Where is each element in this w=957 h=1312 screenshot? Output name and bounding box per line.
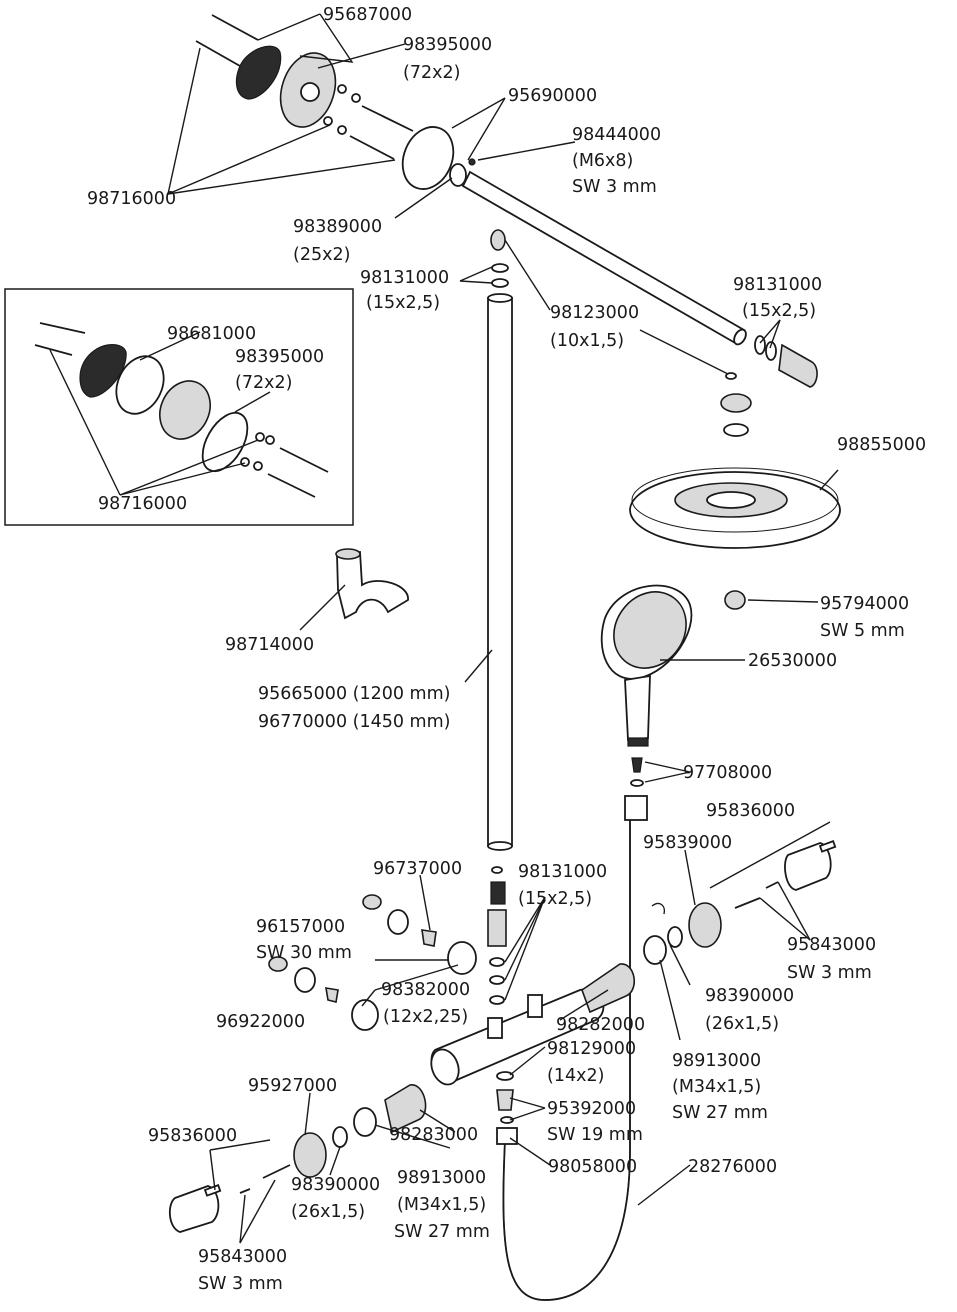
label-95839000: 95839000 <box>643 833 732 853</box>
label-95836000-left: 95836000 <box>148 1126 237 1146</box>
label-95836000-right: 95836000 <box>706 801 795 821</box>
label-96922000: 96922000 <box>216 1012 305 1032</box>
head-connector <box>720 372 752 437</box>
label-98714000: 98714000 <box>225 635 314 655</box>
inset-oring <box>201 411 249 473</box>
label-95690000: 95690000 <box>508 86 597 106</box>
hose-nut-set <box>624 757 648 821</box>
arm-end-connector <box>778 343 818 388</box>
label-sw3-top: SW 3 mm <box>572 177 657 197</box>
label-26x15-right: (26x1,5) <box>705 1014 779 1034</box>
top-anchor-bolts <box>195 14 259 67</box>
bracket-oring <box>449 163 467 187</box>
label-98395000-inset: 98395000 <box>235 347 324 367</box>
label-98913000-left: 98913000 <box>397 1168 486 1188</box>
label-96157000: 96157000 <box>256 917 345 937</box>
label-95665000: 95665000 (1200 mm) <box>258 684 450 704</box>
label-sw3-left: SW 3 mm <box>198 1274 283 1294</box>
top-wall-screws <box>349 105 414 160</box>
thermostat-cartridge-right <box>581 963 636 1014</box>
label-95843000-right: 95843000 <box>787 935 876 955</box>
label-14x2: (14x2) <box>547 1066 604 1086</box>
label-98123000: 98123000 <box>550 303 639 323</box>
handle-right-base <box>688 902 722 948</box>
label-25x2: (25x2) <box>293 245 350 265</box>
label-98390000-right: 98390000 <box>705 986 794 1006</box>
label-15x25-a: (15x2,5) <box>366 293 440 313</box>
wall-bracket-cover <box>401 126 455 190</box>
handle-left-base <box>293 1132 327 1178</box>
label-72x2-inset: (72x2) <box>235 373 292 393</box>
body-outlet <box>496 1071 518 1145</box>
inset-wall-screws <box>240 432 329 498</box>
label-95794000: 95794000 <box>820 594 909 614</box>
label-12x225: (12x2,25) <box>383 1007 468 1027</box>
label-sw27-left: SW 27 mm <box>394 1222 490 1242</box>
top-washers <box>323 84 361 135</box>
label-98131000-a: 98131000 <box>360 268 449 288</box>
label-97708000: 97708000 <box>683 763 772 783</box>
inset-seal-plate <box>79 344 127 398</box>
label-95843000-left: 95843000 <box>198 1247 287 1267</box>
label-98716000-top: 98716000 <box>87 189 176 209</box>
label-98283000: 98283000 <box>389 1125 478 1145</box>
label-sw27-right: SW 27 mm <box>672 1103 768 1123</box>
inset-mount-plate <box>159 380 211 440</box>
handle-right-screws <box>734 881 779 909</box>
handle-left-screws <box>239 1164 291 1194</box>
slide-holder <box>336 550 409 620</box>
label-98131000-c: 98131000 <box>518 862 607 882</box>
label-m34-right: (M34x1,5) <box>672 1077 761 1097</box>
label-98913000-right: 98913000 <box>672 1051 761 1071</box>
grub-screw <box>468 158 476 166</box>
label-96770000: 96770000 (1450 mm) <box>258 712 450 732</box>
label-98129000: 98129000 <box>547 1039 636 1059</box>
label-98131000-b: 98131000 <box>733 275 822 295</box>
label-28276000: 28276000 <box>688 1157 777 1177</box>
label-sw5: SW 5 mm <box>820 621 905 641</box>
thermostat-cartridge-left <box>384 1084 427 1134</box>
label-95927000: 95927000 <box>248 1076 337 1096</box>
label-26530000: 26530000 <box>748 651 837 671</box>
label-m34-left: (M34x1,5) <box>397 1195 486 1215</box>
label-26x15-left: (26x1,5) <box>291 1202 365 1222</box>
leader-lines <box>49 13 839 1244</box>
label-98389000: 98389000 <box>293 217 382 237</box>
label-sw3-right: SW 3 mm <box>787 963 872 983</box>
body-connections <box>487 994 543 1039</box>
hand-shower-handle <box>624 674 651 741</box>
label-98855000: 98855000 <box>837 435 926 455</box>
nut-left <box>353 1107 377 1137</box>
label-15x25-b: (15x2,5) <box>742 301 816 321</box>
top-mount-hub <box>300 82 320 102</box>
rail-bottom-fittings <box>487 866 507 1005</box>
nut-right <box>643 935 667 965</box>
rail-top-fittings <box>490 229 509 288</box>
label-98716000-inset: 98716000 <box>98 494 187 514</box>
label-sw30: SW 30 mm <box>256 943 352 963</box>
inset-screws <box>34 322 86 356</box>
label-95687000: 95687000 <box>323 5 412 25</box>
label-98282000: 98282000 <box>556 1015 645 1035</box>
label-98382000: 98382000 <box>381 980 470 1000</box>
label-sw19: SW 19 mm <box>547 1125 643 1145</box>
label-72x2-top: (72x2) <box>403 63 460 83</box>
label-98390000-left: 98390000 <box>291 1175 380 1195</box>
label-98058000: 98058000 <box>548 1157 637 1177</box>
label-m6x8: (M6x8) <box>572 151 633 171</box>
top-seal-plate <box>235 45 282 100</box>
inset-frame <box>4 288 354 526</box>
label-15x25-c: (15x2,5) <box>518 889 592 909</box>
label-98444000: 98444000 <box>572 125 661 145</box>
label-96737000: 96737000 <box>373 859 462 879</box>
part-labels: 95687000 98395000 (72x2) 95690000 984440… <box>87 5 926 1294</box>
label-10x15: (10x1,5) <box>550 331 624 351</box>
label-98395000-top: 98395000 <box>403 35 492 55</box>
inset-rosette <box>115 355 165 415</box>
riser-rail <box>487 297 513 847</box>
label-95392000: 95392000 <box>547 1099 636 1119</box>
label-98681000: 98681000 <box>167 324 256 344</box>
